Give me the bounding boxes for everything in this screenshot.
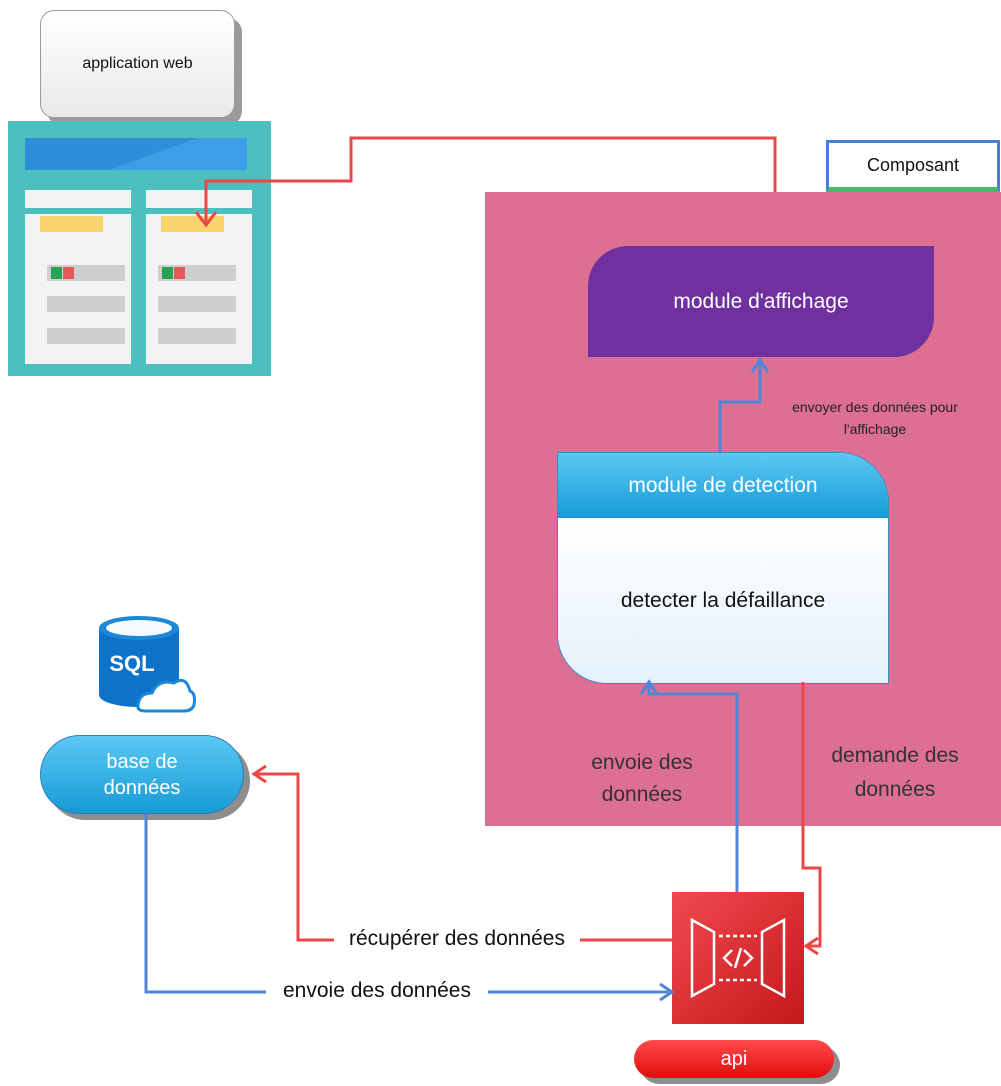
web-app-panel-left: [25, 214, 131, 364]
web-app-label-text: application web: [82, 55, 193, 72]
edge-label-request-data-line1: demande des: [831, 744, 959, 767]
edge-label-send-for-display-line1: envoyer des données pour: [792, 399, 958, 415]
edge-label-retrieve-data: récupérer des données: [334, 927, 580, 951]
web-app-header-bar: [25, 138, 247, 170]
web-app-panel-right: [146, 214, 252, 364]
detection-module-title: module de detection: [628, 473, 818, 497]
web-app-status-green: [162, 267, 173, 279]
edge-label-send-for-display: envoyer des données pour l'affichage: [760, 396, 990, 440]
web-app-panel-left-header: [25, 190, 131, 208]
web-app-status-green: [51, 267, 62, 279]
web-app-row: [47, 328, 125, 344]
web-app-row: [47, 296, 125, 312]
edge-label-send-data-line2: données: [601, 783, 683, 806]
database-label-line2: données: [103, 776, 181, 799]
edge-label-request-data-line2: données: [854, 778, 936, 801]
edge-label-db-send-data-text: envoie des données: [283, 979, 471, 1002]
web-app-panel-right-header: [146, 190, 252, 208]
edge-label-send-data: envoie des données: [562, 747, 722, 811]
web-app-tab-left: [40, 216, 103, 232]
detection-module-body-text: detecter la défaillance: [620, 588, 826, 612]
detection-module-body: detecter la défaillance: [558, 518, 888, 683]
sql-database-icon: SQL: [96, 613, 196, 723]
arrowhead: [251, 764, 267, 784]
web-app-tab-right: [161, 216, 224, 232]
detection-module: module de detection detecter la défailla…: [557, 452, 889, 684]
api-gateway-icon: [672, 892, 804, 1024]
web-app-label: application web: [40, 10, 235, 118]
web-app-status-red: [174, 267, 185, 279]
arrowhead: [659, 982, 675, 1002]
edge-label-request-data: demande des données: [815, 739, 975, 807]
edge-label-retrieve-data-text: récupérer des données: [349, 927, 565, 950]
api-label-text: api: [720, 1047, 748, 1070]
red-connector-api-to-database-2: [256, 772, 336, 942]
blue-connector-database-to-api: [144, 814, 268, 994]
edge-label-send-for-display-line2: l'affichage: [843, 421, 907, 437]
edge-label-send-data-line1: envoie des: [591, 751, 693, 774]
sql-icon-text: SQL: [109, 651, 154, 676]
web-app-row: [158, 296, 236, 312]
detection-module-header: module de detection: [558, 453, 888, 518]
arrowhead: [803, 936, 819, 956]
database-label-line1: base de: [106, 750, 178, 773]
edge-label-db-send-data: envoie des données: [266, 979, 488, 1003]
api-label: api: [634, 1040, 834, 1078]
web-app-row: [158, 328, 236, 344]
display-module-title: module d'affichage: [673, 289, 849, 313]
database-label: base de données: [40, 735, 244, 814]
legend-box: Composant: [826, 140, 1000, 192]
web-app-status-red: [63, 267, 74, 279]
web-app-illustration: [8, 121, 271, 376]
display-module: module d'affichage: [588, 246, 934, 357]
legend-label: Composant: [866, 154, 960, 175]
